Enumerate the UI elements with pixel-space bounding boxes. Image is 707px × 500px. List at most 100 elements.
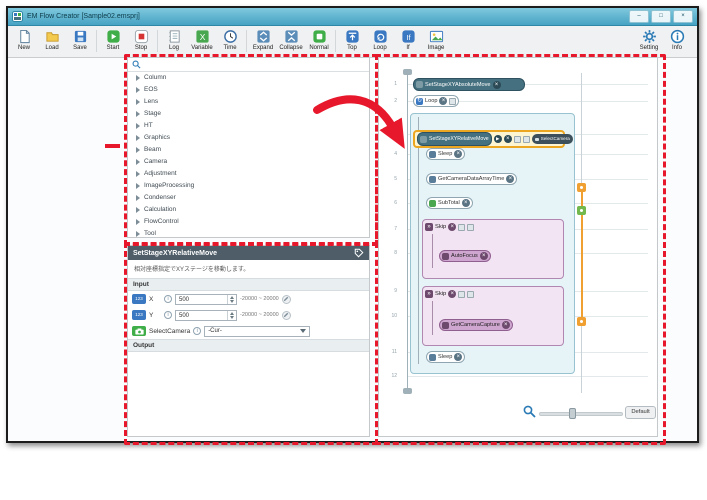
flow-node-setstagexyabsolutemove[interactable]: SetStageXYAbsoluteMove × [413,78,525,91]
info-button[interactable]: Info [663,27,691,51]
node-option-button[interactable] [513,135,521,143]
camera-select-dropdown[interactable]: -Cur- [204,325,311,337]
log-button[interactable]: Log [160,27,188,51]
minimize-button[interactable]: – [629,10,649,23]
remove-node-button[interactable]: × [454,353,463,361]
tag-icon[interactable] [354,248,364,258]
expand-arrow-icon[interactable] [136,135,140,141]
tree-item-beam[interactable]: Beam [128,144,369,156]
top-button[interactable]: Top [338,27,366,51]
expand-arrow-icon[interactable] [136,111,140,117]
expand-arrow-icon[interactable] [136,123,140,129]
new-button[interactable]: New [10,27,38,51]
expand-arrow-icon[interactable] [136,207,140,213]
loop-button[interactable]: Loop [366,27,394,51]
flow-node-getcameradataarraytime[interactable]: GetCameraDataArrayTime × [426,173,518,185]
flow-node-subtotal[interactable]: SubTotal × [426,197,473,209]
camera-link-badge[interactable]: SelectCamera [531,134,573,144]
spin-up-icon[interactable] [229,295,234,299]
node-pill[interactable]: SetStageXYRelativeMove [417,132,492,146]
tree-item-graphics[interactable]: Graphics [128,132,369,144]
expand-arrow-icon[interactable] [136,147,140,153]
flow-node-getcameracapture[interactable]: GetCameraCapture × [439,319,513,331]
remove-node-button[interactable]: × [461,199,470,207]
tree-item-camera[interactable]: Camera [128,156,369,168]
start-button[interactable]: Start [99,27,127,51]
expand-arrow-icon[interactable] [136,183,140,189]
selected-node-setstagexyrelativemove[interactable]: SetStageXYRelativeMove ▶ × SelectCamera [413,130,573,148]
output-connector-badge[interactable] [577,206,586,215]
zoom-default-button[interactable]: Default [625,406,656,419]
expand-arrow-icon[interactable] [136,219,140,225]
tree-item-ht[interactable]: HT [128,120,369,132]
tree-item-condenser[interactable]: Condenser [128,192,369,204]
tree-item-calculation[interactable]: Calculation [128,204,369,216]
image-button[interactable]: Image [422,27,450,51]
expand-arrow-icon[interactable] [136,99,140,105]
remove-node-button[interactable]: × [479,252,488,260]
zoom-slider-thumb[interactable] [569,408,576,419]
node-option-button[interactable] [522,135,530,143]
remove-node-button[interactable]: × [448,223,457,231]
maximize-button[interactable]: □ [651,10,671,23]
if-button[interactable]: If If [394,27,422,51]
spin-up-icon[interactable] [229,311,234,315]
skip-container-1[interactable]: » Skip × AutoFocus × [422,219,564,279]
search-input[interactable] [128,58,369,72]
tree-item-flowcontrol[interactable]: FlowControl [128,216,369,228]
edit-pencil-icon[interactable] [281,294,291,304]
normal-button[interactable]: Normal [305,27,333,51]
flow-node-sleep-2[interactable]: Sleep × [426,351,466,363]
expand-arrow-icon[interactable] [136,75,140,81]
run-node-button[interactable]: ▶ [493,135,502,143]
x-value-input[interactable]: 500 [175,293,237,305]
save-button[interactable]: Save [66,27,94,51]
tree-item-tool[interactable]: Tool [128,228,369,240]
spin-down-icon[interactable] [229,315,234,319]
expand-arrow-icon[interactable] [136,171,140,177]
field-info-icon[interactable]: i [193,327,202,335]
spinner-control[interactable] [227,310,235,320]
setting-button[interactable]: Setting [635,27,663,51]
input-connector-badge[interactable] [577,317,586,326]
expand-arrow-icon[interactable] [136,231,140,237]
zoom-slider-track[interactable] [539,412,623,416]
node-option-button[interactable] [458,290,466,298]
remove-node-button[interactable]: × [448,290,457,298]
flow-node-sleep-1[interactable]: Sleep × [426,148,466,160]
time-button[interactable]: Time [216,27,244,51]
expand-arrow-icon[interactable] [136,87,140,93]
tree-item-eos[interactable]: EOS [128,84,369,96]
remove-node-button[interactable]: × [501,321,510,329]
field-info-icon[interactable]: i [164,311,172,319]
close-button[interactable]: × [673,10,693,23]
field-info-icon[interactable]: i [164,295,172,303]
load-button[interactable]: Load [38,27,66,51]
remove-node-button[interactable]: × [439,97,448,105]
node-option-button[interactable] [458,223,466,231]
flow-node-autofocus[interactable]: AutoFocus × [439,250,491,262]
output-connector-badge[interactable] [577,183,586,192]
expand-arrow-icon[interactable] [136,159,140,165]
expand-button[interactable]: Expand [249,27,277,51]
tree-item-imageprocessing[interactable]: ImageProcessing [128,180,369,192]
spinner-control[interactable] [227,294,235,304]
edit-pencil-icon[interactable] [281,310,291,320]
remove-node-button[interactable]: × [503,135,512,143]
expand-arrow-icon[interactable] [136,195,140,201]
node-option-button[interactable] [467,223,475,231]
node-option-button[interactable] [467,290,475,298]
tree-item-stage[interactable]: Stage [128,108,369,120]
flow-node-loop[interactable]: ↻ Loop × [413,95,460,107]
remove-node-button[interactable]: × [454,150,463,158]
tree-item-column[interactable]: Column [128,72,369,84]
remove-node-button[interactable]: × [492,80,501,89]
spin-down-icon[interactable] [229,299,234,303]
remove-node-button[interactable]: × [506,175,515,183]
collapse-button[interactable]: Collapse [277,27,305,51]
skip-container-2[interactable]: » Skip × GetCameraCapture × [422,286,564,346]
tree-item-lens[interactable]: Lens [128,96,369,108]
stop-button[interactable]: Stop [127,27,155,51]
flow-canvas[interactable]: 1 2 3 4 5 6 7 8 9 10 11 12 SetStageXYAbs… [378,57,658,437]
variable-button[interactable]: X Variable [188,27,216,51]
